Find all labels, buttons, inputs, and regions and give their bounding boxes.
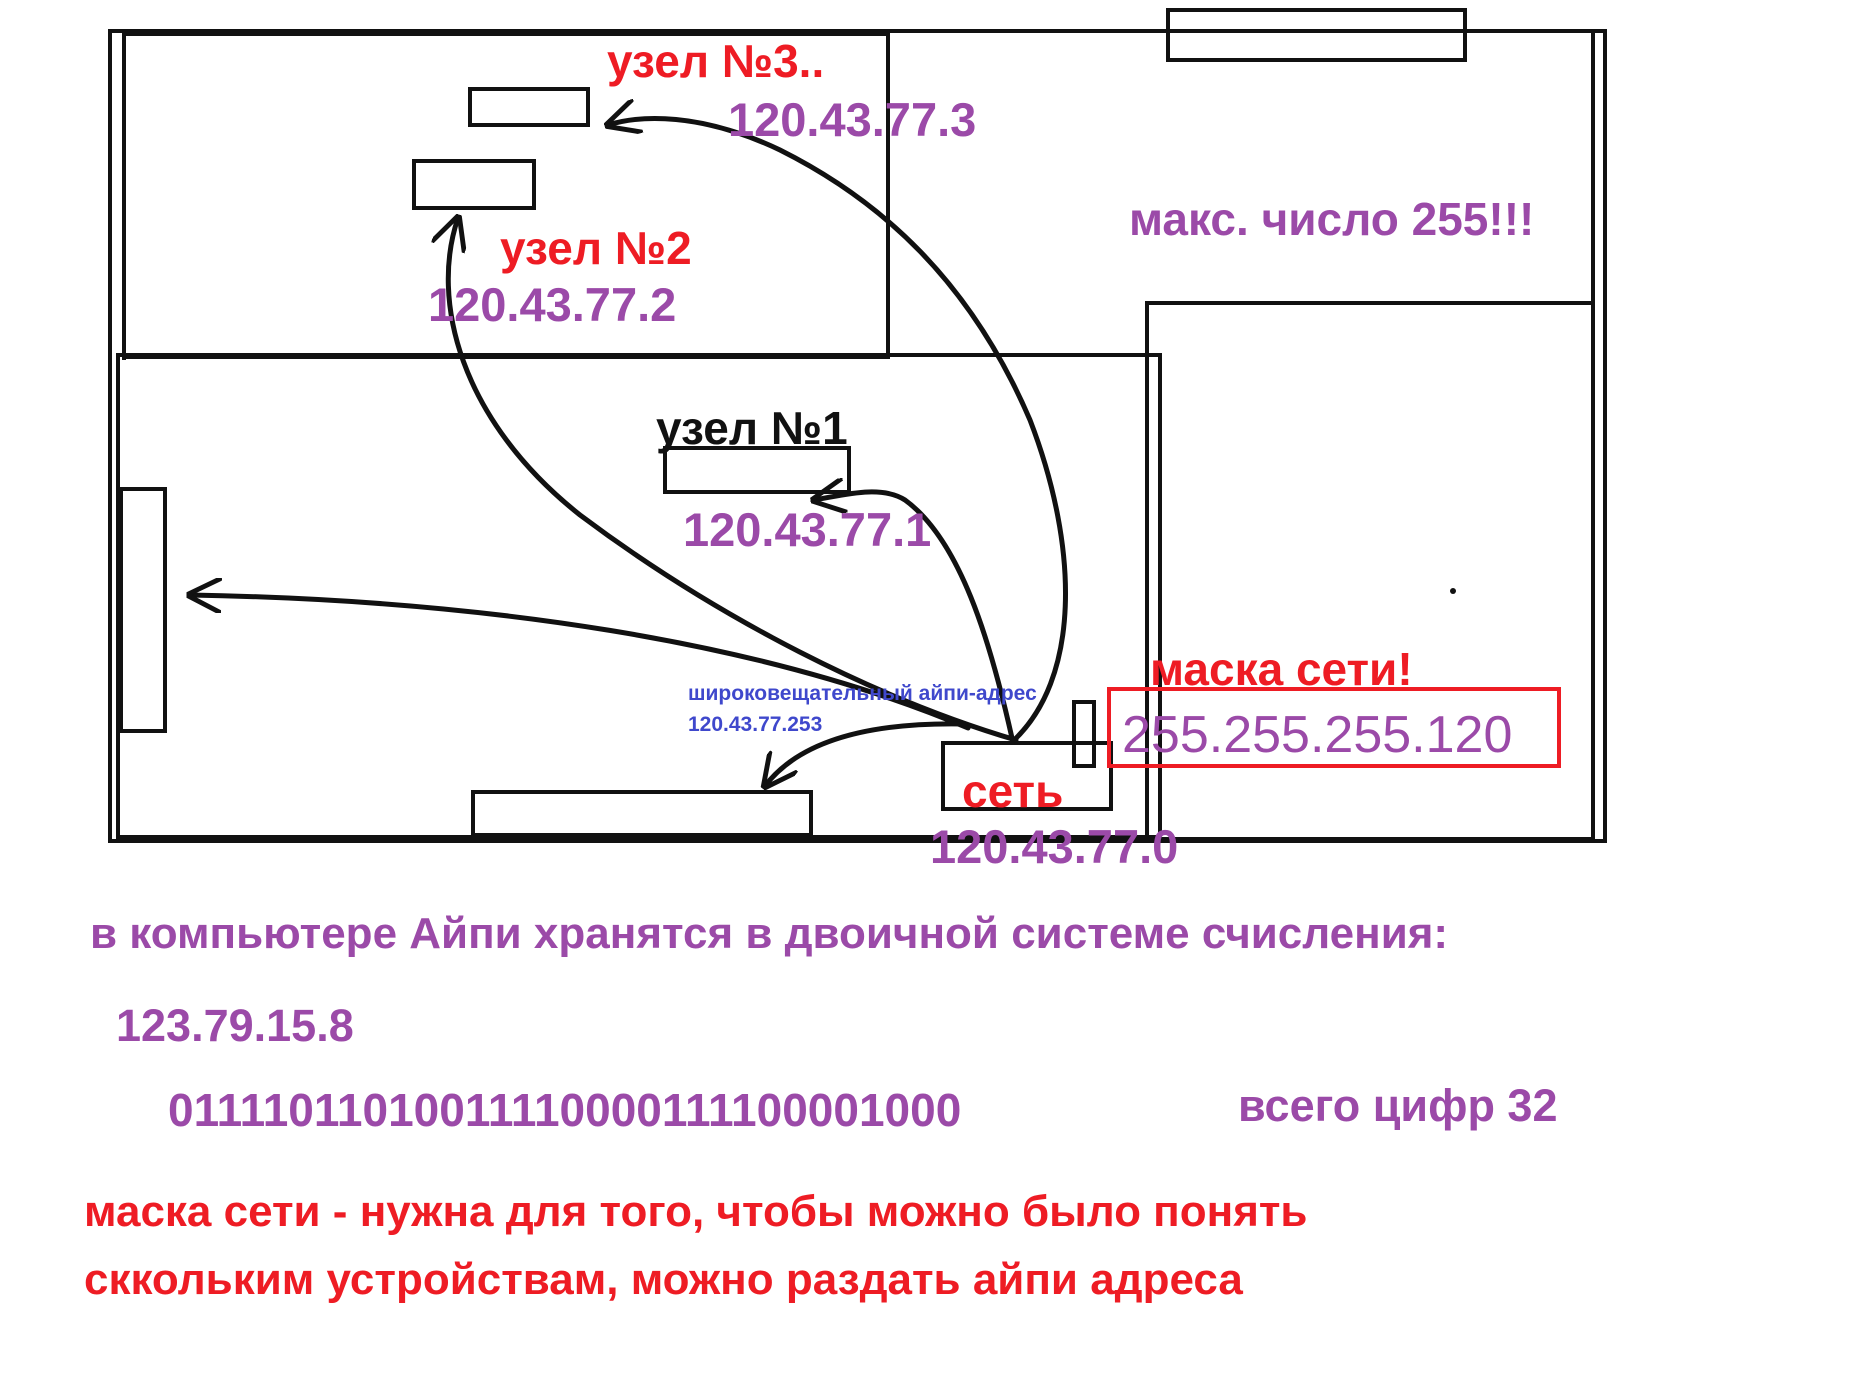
bottom-wall-device (471, 790, 813, 837)
node1-ip: 120.43.77.1 (683, 503, 932, 556)
digit-count-note: всего цифр 32 (1238, 1080, 1558, 1131)
network-title: сеть (962, 765, 1064, 817)
node3-ip: 120.43.77.3 (728, 93, 977, 146)
mask-highlight-box (1107, 687, 1561, 768)
link-router-left-device (190, 595, 971, 731)
mask-explanation-line-2: сккольким устройствам, можно раздать айп… (84, 1255, 1243, 1304)
broadcast-ip: 120.43.77.253 (688, 713, 823, 736)
node2-ip: 120.43.77.2 (428, 278, 677, 331)
mask-title: маска сети! (1150, 643, 1413, 695)
mask-explanation-line-1: маска сети - нужна для того, чтобы можно… (84, 1187, 1308, 1236)
node2-device (412, 159, 536, 210)
link-router-node3 (608, 118, 1068, 745)
broadcast-title: широковещательный айпи-адрес (688, 682, 1037, 705)
window-top (1166, 8, 1467, 62)
node2-title: узел №2 (500, 222, 692, 274)
binary-intro-text: в компьютере Айпи хранятся в двоичной си… (90, 909, 1449, 958)
building-outline (108, 29, 1607, 843)
example-ip: 123.79.15.8 (116, 1000, 354, 1051)
router-port (1072, 700, 1096, 768)
network-ip: 120.43.77.0 (930, 820, 1179, 873)
node3-title: узел №3.. (607, 35, 825, 87)
link-router-node1 (814, 492, 1015, 741)
node3-device (468, 87, 590, 127)
router-box (941, 741, 1113, 811)
binary-ip-value: 01111011010011110000111100001000 (168, 1084, 962, 1136)
mask-value: 255.255.255.120 (1122, 706, 1513, 764)
link-router-bottom-device (765, 721, 968, 786)
max-value-note: макс. число 255!!! (1129, 193, 1535, 245)
node1-device (663, 446, 851, 494)
link-router-node2 (448, 218, 1019, 743)
node1-title: узел №1 (656, 402, 848, 454)
stray-dot (1450, 588, 1456, 594)
left-wall-device (119, 487, 167, 733)
